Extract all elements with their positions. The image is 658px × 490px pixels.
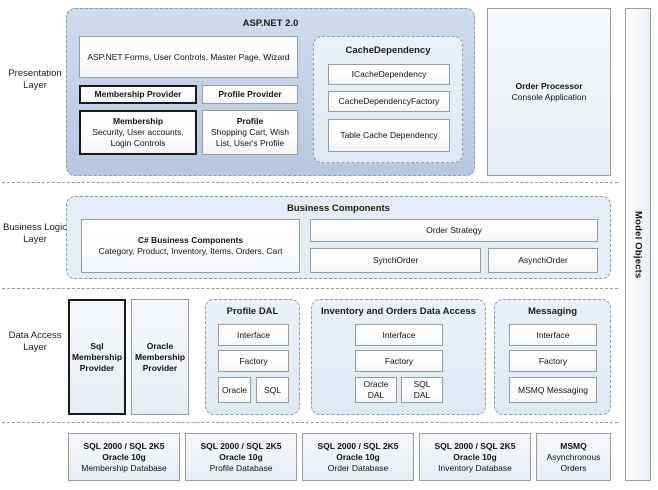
database-order-box: SQL 2000 / SQL 2K5 Oracle 10g Order Data… [302, 433, 414, 481]
database-membership-line2: Oracle 10g [102, 451, 146, 462]
profile-dal-title: Profile DAL [226, 306, 279, 317]
order-strategy-box: Order Strategy [310, 219, 598, 242]
database-membership-line1: SQL 2000 / SQL 2K5 [83, 440, 165, 451]
database-msmq-line2: Asynchronous Orders [546, 451, 601, 473]
inventory-orders-oracle-dal-box: Oracle DAL [355, 377, 397, 403]
profile-dal-oracle-box: Oracle [218, 377, 251, 403]
divider-data-database [2, 422, 618, 423]
profile-dal-interface-box: Interface [218, 324, 289, 346]
inventory-orders-dal-title: Inventory and Orders Data Access [321, 306, 476, 317]
aspnet-panel-title: ASP.NET 2.0 [242, 18, 299, 29]
oracle-membership-provider-box: Oracle Membership Provider [131, 299, 189, 415]
inventory-orders-factory-box: Factory [355, 350, 443, 372]
profile-dal-oracle-label: Oracle [221, 384, 248, 395]
membership-title: Membership [112, 116, 164, 126]
layer-label-data-access: Data Access Layer [2, 330, 68, 354]
synch-order-box: SynchOrder [310, 248, 481, 273]
aspnet-forms-box: ASP.NET Forms, User Controls, Master Pag… [79, 36, 298, 78]
aspnet-forms-label: ASP.NET Forms, User Controls, Master Pag… [87, 51, 290, 62]
inventory-orders-sql-dal-box: SQL DAL [401, 377, 443, 403]
table-cache-dependency-label: Table Cache Dependency [340, 130, 438, 140]
database-profile-line2: Oracle 10g [219, 451, 263, 462]
table-cache-dependency-box: Table Cache Dependency [328, 119, 450, 152]
profile-dal-factory-label: Factory [239, 355, 268, 366]
msmq-messaging-label: MSMQ Messaging [518, 384, 588, 395]
profile-provider-box: Profile Provider [202, 85, 298, 104]
order-processor-box: Order Processor Console Application [487, 8, 611, 176]
business-components-panel: Business Components C# Business Componen… [66, 196, 611, 279]
database-inventory-line2: Oracle 10g [453, 451, 497, 462]
profile-provider-label: Profile Provider [218, 89, 282, 99]
inventory-orders-dal-panel: Inventory and Orders Data Access Interfa… [311, 299, 486, 415]
aspnet-panel: ASP.NET 2.0 ASP.NET Forms, User Controls… [66, 8, 475, 176]
order-strategy-label: Order Strategy [426, 225, 482, 235]
database-profile-line1: SQL 2000 / SQL 2K5 [200, 440, 282, 451]
cache-dependency-panel: CacheDependency ICacheDependency CacheDe… [313, 36, 463, 163]
order-processor-subtitle: Console Application [511, 92, 587, 102]
messaging-title: Messaging [527, 306, 578, 317]
oracle-membership-provider-label: Oracle Membership Provider [134, 340, 186, 373]
asynch-order-box: AsynchOrder [488, 248, 598, 273]
membership-provider-box: Membership Provider [79, 85, 197, 104]
csharp-business-components-box: C# Business Components Category, Product… [81, 219, 300, 273]
database-inventory-box: SQL 2000 / SQL 2K5 Oracle 10g Inventory … [419, 433, 531, 481]
database-inventory-line1: SQL 2000 / SQL 2K5 [434, 440, 516, 451]
csharp-business-components-subtitle: Category, Product, Inventory, Items, Ord… [98, 246, 283, 256]
database-profile-box: SQL 2000 / SQL 2K5 Oracle 10g Profile Da… [185, 433, 297, 481]
profile-title: Profile [236, 116, 264, 126]
membership-provider-label: Membership Provider [94, 89, 182, 99]
database-membership-line3: Membership Database [81, 462, 167, 473]
divider-business-data [2, 288, 618, 289]
membership-box: Membership Security, User accounts, Logi… [79, 110, 197, 155]
sql-membership-provider-box: Sql Membership Provider [68, 299, 126, 415]
msmq-messaging-box: MSMQ Messaging [509, 377, 597, 403]
csharp-business-components-title: C# Business Components [137, 235, 244, 245]
messaging-panel: Messaging Interface Factory MSMQ Messagi… [494, 299, 611, 415]
asynch-order-label: AsynchOrder [518, 255, 568, 265]
icachedependency-box: ICacheDependency [328, 64, 450, 85]
database-order-line3: Order Database [327, 462, 389, 473]
database-msmq-box: MSMQ Asynchronous Orders [536, 433, 611, 481]
business-components-title: Business Components [287, 203, 390, 214]
icachedependency-label: ICacheDependency [351, 69, 427, 79]
messaging-interface-label: Interface [536, 329, 570, 340]
profile-dal-sql-box: SQL [256, 377, 289, 403]
inventory-orders-interface-label: Interface [382, 329, 416, 340]
profile-dal-panel: Profile DAL Interface Factory Oracle SQL [205, 299, 300, 415]
cachedependencyfactory-box: CacheDependencyFactory [328, 91, 450, 112]
layer-label-presentation: Presentation Layer [2, 68, 68, 92]
profile-dal-sql-label: SQL [263, 384, 281, 395]
database-profile-line3: Profile Database [209, 462, 273, 473]
cachedependencyfactory-label: CacheDependencyFactory [338, 96, 440, 106]
model-objects-bar: Model Objects [625, 8, 651, 481]
profile-box: Profile Shopping Cart, Wish List, User's… [202, 110, 298, 155]
cache-dependency-title: CacheDependency [345, 45, 431, 56]
messaging-factory-box: Factory [509, 350, 597, 372]
divider-presentation-business [2, 182, 618, 183]
messaging-factory-label: Factory [538, 355, 568, 366]
layer-label-data-access-text: Data Access Layer [8, 330, 62, 353]
profile-dal-interface-label: Interface [236, 329, 271, 340]
layer-label-business-logic-text: Business Logic Layer [3, 222, 67, 245]
messaging-interface-box: Interface [509, 324, 597, 346]
database-order-line2: Oracle 10g [336, 451, 380, 462]
profile-subtitle: Shopping Cart, Wish List, User's Profile [211, 127, 289, 148]
order-processor-title: Order Processor [515, 81, 583, 91]
layer-label-business-logic: Business Logic Layer [2, 222, 68, 246]
inventory-orders-factory-label: Factory [384, 355, 414, 366]
database-membership-box: SQL 2000 / SQL 2K5 Oracle 10g Membership… [68, 433, 180, 481]
membership-subtitle: Security, User accounts, Login Controls [92, 127, 184, 148]
profile-dal-factory-box: Factory [218, 350, 289, 372]
inventory-orders-sql-dal-label: SQL DAL [413, 379, 431, 400]
sql-membership-provider-label: Sql Membership Provider [71, 340, 123, 373]
database-order-line1: SQL 2000 / SQL 2K5 [317, 440, 399, 451]
model-objects-label: Model Objects [632, 210, 644, 279]
inventory-orders-oracle-dal-label: Oracle DAL [363, 379, 389, 400]
database-msmq-line1: MSMQ [560, 440, 587, 451]
inventory-orders-interface-box: Interface [355, 324, 443, 346]
layer-label-presentation-text: Presentation Layer [8, 68, 62, 91]
synch-order-label: SynchOrder [372, 255, 419, 265]
database-inventory-line3: Inventory Database [438, 462, 512, 473]
